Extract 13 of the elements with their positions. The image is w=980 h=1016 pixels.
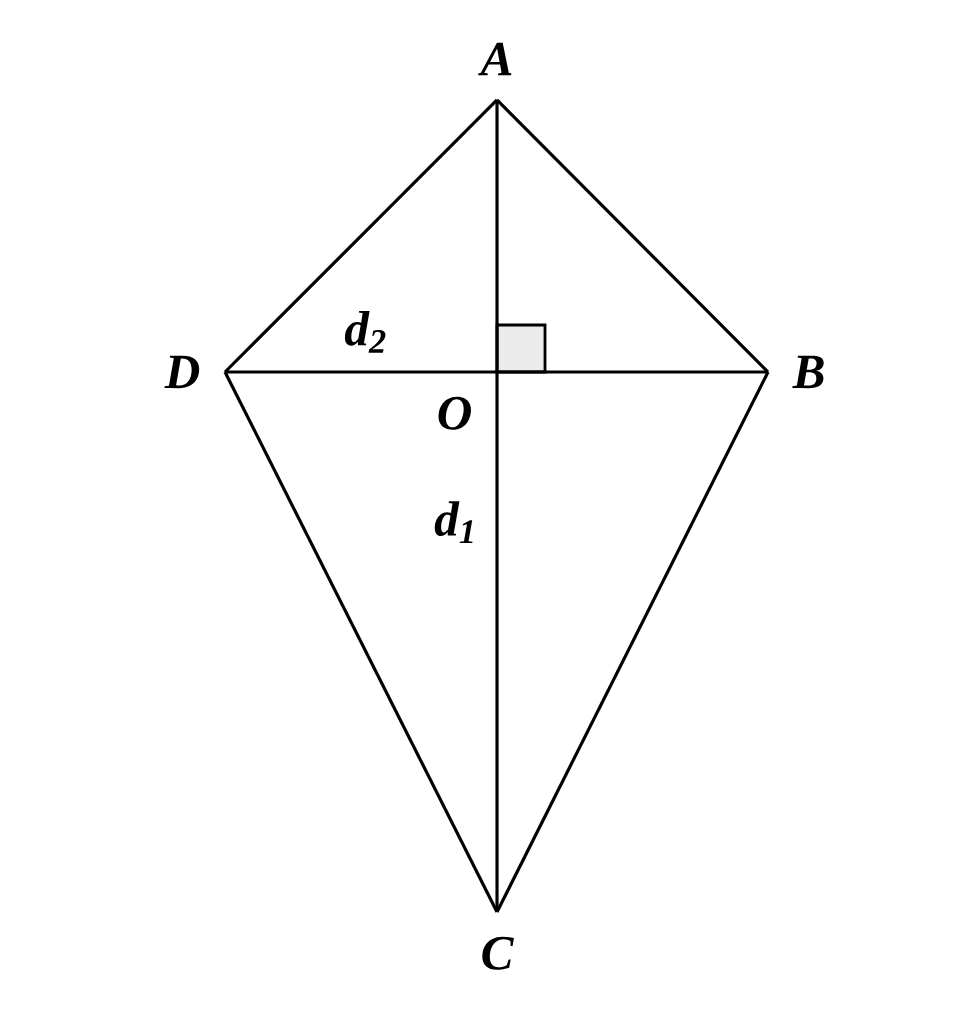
line-segment [495,98,770,374]
segment-label: d$_{2}$ [340,307,392,357]
vertex-label: C [482,936,514,970]
vertex-label: O [438,396,471,430]
vertex-label: B [792,355,824,389]
line-segment [223,98,499,374]
vertex-label: D [164,355,200,389]
vertex-label: A [478,42,512,76]
line-segment [225,370,768,374]
line-segment [495,371,770,913]
line-segment [495,100,499,912]
segment-label: d$_{1}$ [430,497,482,547]
line-segment [223,371,499,913]
